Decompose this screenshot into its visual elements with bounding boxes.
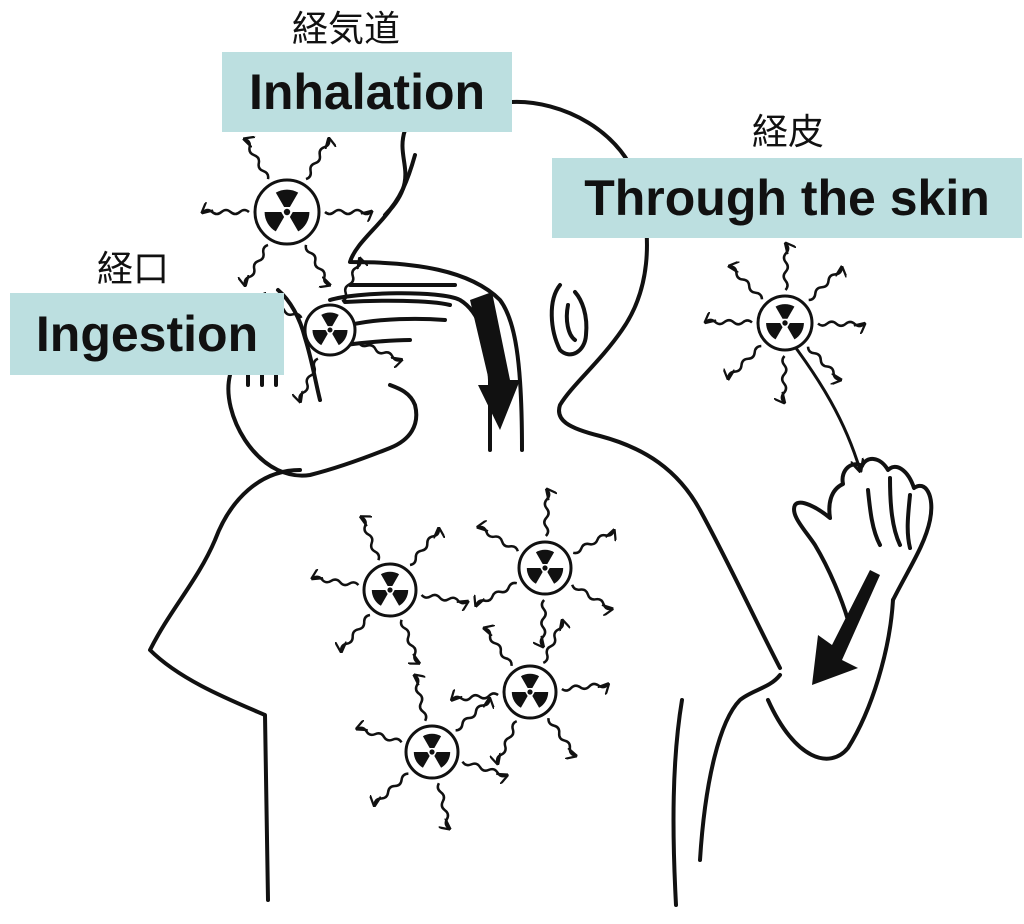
emission-arrow bbox=[362, 517, 379, 560]
emission-arrow bbox=[809, 268, 842, 300]
emission-arrow bbox=[497, 721, 517, 763]
emission-arrow bbox=[359, 342, 401, 360]
emission-arrow bbox=[706, 320, 752, 324]
left-torso-outline bbox=[150, 470, 300, 900]
emission-arrow bbox=[306, 245, 329, 285]
right-forearm-outline bbox=[768, 600, 893, 759]
mouth-outline bbox=[350, 319, 445, 325]
emission-arrow bbox=[782, 356, 786, 402]
radiation-particle-icon bbox=[476, 490, 613, 646]
skin-flow-arrow bbox=[812, 570, 880, 685]
emission-arrow bbox=[543, 621, 563, 663]
ingestion-jp-label: 経口 bbox=[97, 252, 169, 288]
emission-arrow bbox=[325, 210, 371, 214]
inhalation-label: Inhalation bbox=[222, 52, 512, 132]
skin-label: Through the skin bbox=[552, 158, 1022, 238]
radiation-particle-icon bbox=[313, 517, 467, 662]
emission-arrow bbox=[562, 684, 608, 691]
radiation-particle-icon bbox=[452, 621, 607, 763]
skin-jp-label: 経皮 bbox=[752, 115, 824, 151]
emission-arrow bbox=[203, 210, 249, 214]
emission-arrow bbox=[456, 699, 490, 730]
emission-arrow bbox=[245, 139, 268, 179]
emission-arrow bbox=[313, 577, 359, 585]
inhalation-jp-label: 経気道 bbox=[292, 12, 400, 48]
emission-arrow bbox=[572, 585, 611, 609]
right-torso-outline bbox=[674, 700, 682, 905]
esophagus-tube bbox=[330, 293, 490, 450]
emission-arrow bbox=[541, 600, 546, 646]
radiation-particle-icon bbox=[203, 139, 371, 284]
emission-arrow bbox=[410, 529, 439, 565]
emission-arrow bbox=[452, 693, 498, 700]
emission-arrow bbox=[730, 266, 762, 299]
emission-arrow bbox=[544, 490, 549, 536]
emission-arrow bbox=[375, 774, 409, 805]
emission-arrow bbox=[573, 531, 614, 553]
emission-arrow bbox=[485, 628, 512, 666]
emission-arrow bbox=[463, 762, 507, 777]
emission-arrow bbox=[548, 718, 575, 756]
emission-arrow bbox=[784, 244, 788, 290]
emission-arrow bbox=[818, 322, 864, 326]
emission-arrow bbox=[438, 783, 449, 828]
emission-arrow bbox=[479, 527, 518, 551]
left-hand-outline bbox=[228, 375, 416, 476]
skin-entry-arrow bbox=[790, 340, 860, 470]
emission-arrow bbox=[306, 139, 329, 179]
emission-arrow bbox=[401, 620, 418, 663]
radiation-particle-icon bbox=[706, 244, 864, 402]
emission-arrow bbox=[476, 583, 517, 605]
emission-arrow bbox=[341, 615, 370, 651]
emission-arrow bbox=[415, 676, 426, 721]
ingestion-label: Ingestion bbox=[10, 293, 284, 375]
emission-arrow bbox=[422, 595, 468, 603]
emission-arrow bbox=[728, 346, 761, 378]
ingestion-flow-arrow bbox=[470, 292, 520, 430]
emission-arrow bbox=[358, 728, 402, 743]
ear-outline bbox=[552, 285, 587, 354]
emission-arrow bbox=[245, 245, 268, 285]
